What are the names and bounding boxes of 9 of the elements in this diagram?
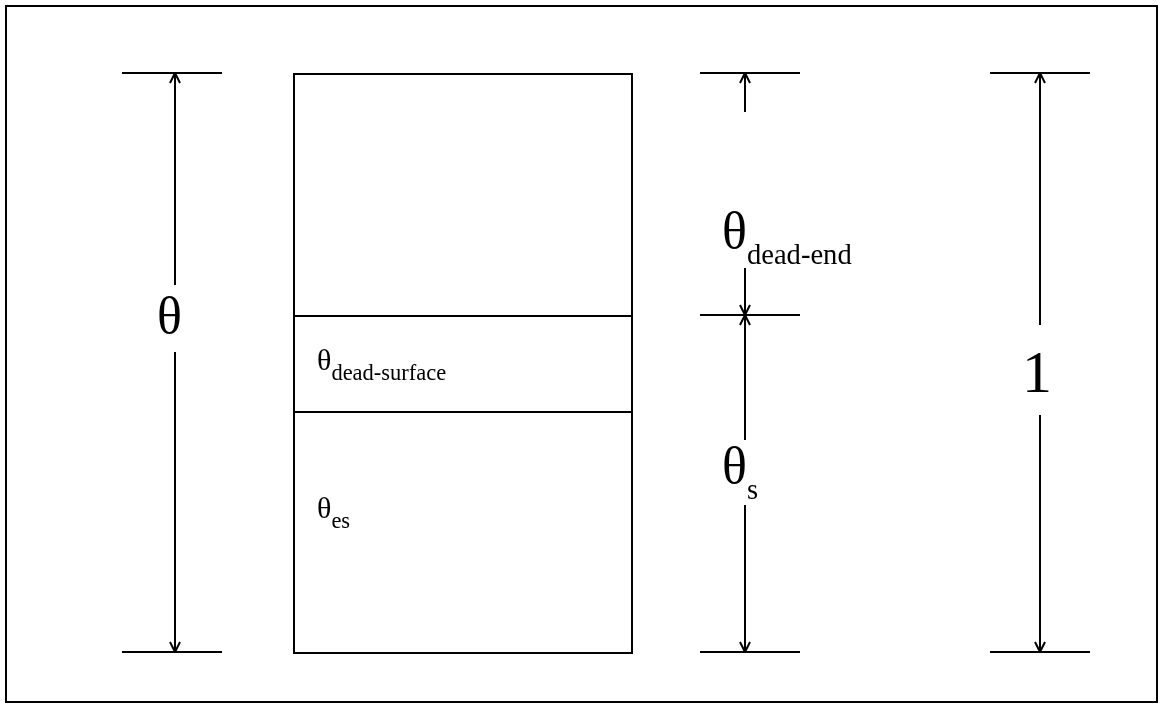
- section-box: [293, 315, 633, 413]
- dimension-label: 1: [1022, 342, 1052, 402]
- box-section: [293, 73, 633, 317]
- dimension-label: θ: [157, 290, 182, 342]
- dimension-label: θ$_{s}$: [722, 440, 759, 505]
- section-box: [293, 411, 633, 654]
- section-label: θ$_{es}$: [317, 493, 351, 533]
- dimension-label: θ$_{dead-end}$: [722, 205, 852, 270]
- section-label: θ$_{dead-surface}$: [317, 345, 447, 385]
